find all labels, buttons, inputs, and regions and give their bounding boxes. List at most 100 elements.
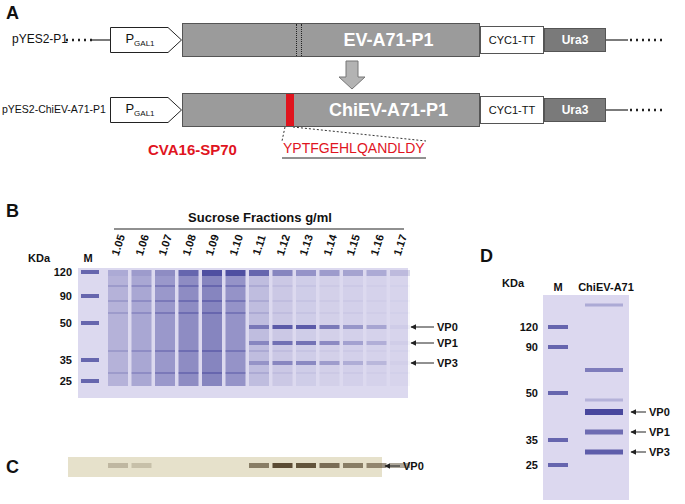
- node-text: PGAL1: [125, 102, 154, 118]
- leader-arrow: [411, 327, 434, 328]
- epitope-name: CVA16-SP70: [148, 142, 237, 159]
- marker-size: 120: [54, 266, 72, 278]
- plasmid-name: pYES2-P1: [12, 33, 68, 46]
- fraction-label: 1.14: [320, 233, 338, 257]
- vector-dots: [630, 109, 664, 112]
- vp-band: [390, 325, 410, 329]
- lane-band: [273, 300, 293, 302]
- lane-smear: [179, 276, 199, 386]
- marker-band: [81, 358, 99, 362]
- vector-dots: [630, 39, 664, 42]
- vp-band: [273, 341, 293, 345]
- lane-band: [202, 372, 222, 374]
- marker-band: [548, 345, 568, 349]
- lane-band: [249, 270, 269, 276]
- axis-title: Sucrose Fractions g/ml: [188, 211, 332, 225]
- protein-label: VP3: [649, 446, 670, 458]
- node-label: EV-A71-P1: [343, 30, 433, 50]
- lane-band: [179, 372, 199, 374]
- blot-band: [108, 463, 128, 468]
- panel-letter: C: [6, 458, 19, 478]
- lane-band: [273, 285, 293, 287]
- leader-arrow: [631, 432, 646, 433]
- gel-b: [78, 268, 408, 398]
- marker-size: 90: [526, 341, 538, 353]
- leader-arrow: [385, 466, 400, 467]
- lane-band: [343, 350, 363, 352]
- node-text: CYC1-TT: [489, 105, 535, 116]
- marker-gene-box: Ura3: [544, 98, 606, 122]
- leader-arrow: [631, 412, 646, 413]
- marker-band: [81, 321, 99, 325]
- marker-size: 35: [60, 354, 72, 366]
- insert-bracket: [293, 127, 426, 141]
- lane-band: [296, 350, 316, 352]
- lane-band: [343, 312, 363, 314]
- lane-band: [155, 285, 175, 287]
- insert-site: [301, 24, 302, 56]
- panel-letter: B: [6, 202, 19, 222]
- marker-band: [81, 379, 99, 383]
- lane-band: [226, 372, 246, 374]
- lane-band: [202, 300, 222, 302]
- lane-band: [249, 312, 269, 314]
- node-label: P: [125, 101, 134, 116]
- sample-band: [585, 399, 623, 402]
- blot-band: [367, 463, 387, 468]
- vp-band: [367, 361, 387, 365]
- node-text: EV-A71-P1: [343, 31, 433, 49]
- insert-bracket: [282, 127, 285, 141]
- insert-marker: [286, 94, 294, 126]
- lane-band: [132, 350, 152, 352]
- lane-band: [202, 312, 222, 314]
- fraction-label: 1.10: [226, 233, 244, 257]
- marker-size: 25: [526, 459, 538, 471]
- lane-band: [108, 285, 128, 287]
- fraction-label: 1.09: [203, 233, 221, 257]
- blot-band: [296, 463, 316, 468]
- vp-band: [249, 361, 269, 365]
- vector-backbone: [606, 109, 628, 110]
- marker-size: 90: [60, 290, 72, 302]
- lane-band: [155, 300, 175, 302]
- vp-band: [367, 325, 387, 329]
- lane-band: [390, 372, 410, 374]
- marker-size: 25: [60, 375, 72, 387]
- lane-band: [179, 312, 199, 314]
- lane-band: [226, 350, 246, 352]
- vp-band: [367, 341, 387, 345]
- fraction-label: 1.17: [391, 233, 409, 257]
- lane-band: [132, 285, 152, 287]
- lane-band: [296, 270, 316, 276]
- lane-band: [108, 300, 128, 302]
- fraction-label: 1.11: [250, 233, 268, 257]
- vp-band: [320, 361, 340, 365]
- lane-band: [249, 372, 269, 374]
- protein-label: VP1: [437, 337, 458, 349]
- lane-band: [249, 300, 269, 302]
- lane-label: ChiEV-A71: [578, 281, 634, 293]
- sample-band: [585, 450, 623, 455]
- blot-band: [343, 463, 363, 468]
- insert-site: [296, 24, 297, 56]
- plasmid-name: pYES2-ChiEV-A71-P1: [2, 104, 106, 116]
- lane-band: [226, 285, 246, 287]
- lane-label: M: [83, 252, 92, 264]
- protein-label: VP0: [649, 406, 670, 418]
- lane-band: [320, 300, 340, 302]
- leader-arrow: [411, 343, 434, 344]
- fraction-label: 1.08: [179, 233, 197, 257]
- lane-band: [226, 270, 246, 276]
- vector-backbone: [606, 39, 628, 40]
- vp-band: [273, 325, 293, 329]
- lane-band: [343, 300, 363, 302]
- lane-band: [367, 300, 387, 302]
- lane-band: [367, 372, 387, 374]
- node-label: CYC1-TT: [489, 34, 535, 46]
- fraction-label: 1.07: [156, 233, 174, 257]
- lane-smear: [108, 276, 128, 386]
- node-text: PGAL1: [125, 32, 154, 48]
- lane-band: [155, 312, 175, 314]
- lane-band: [343, 270, 363, 276]
- lane-band: [296, 372, 316, 374]
